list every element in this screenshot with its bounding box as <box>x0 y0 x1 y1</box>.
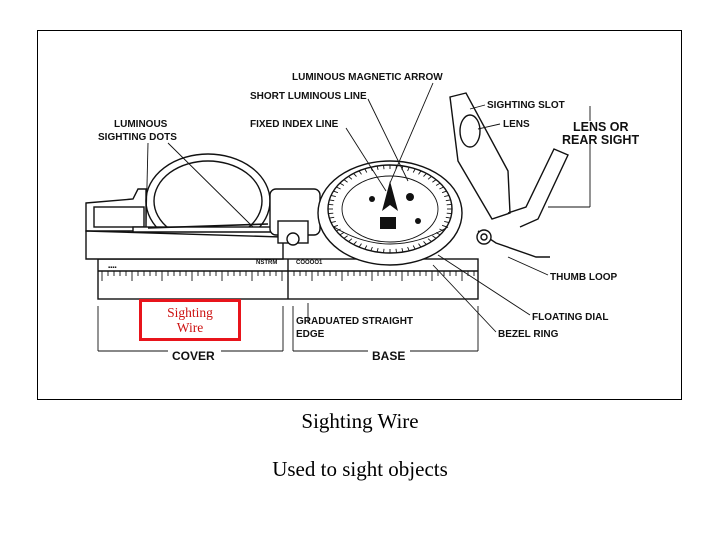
label-short-luminous-line: SHORT LUMINOUS LINE <box>250 91 367 102</box>
label-fixed-index-line: FIXED INDEX LINE <box>250 119 339 130</box>
label-floating-dial: FLOATING DIAL <box>532 312 608 323</box>
leader-lines <box>97 82 591 352</box>
svg-text:▪▪▪▪: ▪▪▪▪ <box>108 265 117 271</box>
compass-base-plate: ▪▪▪▪ NSTRM COOOO1 <box>97 258 479 300</box>
highlight-label-line1: Sighting <box>167 305 213 320</box>
label-base: BASE <box>372 349 405 363</box>
sighting-wire-highlight-box: Sighting Wire <box>139 299 241 341</box>
label-lens-or-rear-sight-1: LENS OR <box>573 120 629 134</box>
compass-cover <box>85 153 321 260</box>
label-graduated-straight-edge-2: EDGE <box>296 329 325 340</box>
label-thumb-loop: THUMB LOOP <box>550 272 618 283</box>
caption-description: Used to sight objects <box>272 457 448 481</box>
caption-title: Sighting Wire <box>301 409 419 433</box>
svg-text:COOOO1: COOOO1 <box>296 260 323 266</box>
label-luminous-sighting-dots-1: LUMINOUS <box>114 119 168 130</box>
label-sighting-slot: SIGHTING SLOT <box>487 100 565 111</box>
label-cover: COVER <box>172 349 215 363</box>
label-luminous-magnetic-arrow: LUMINOUS MAGNETIC ARROW <box>292 72 443 83</box>
label-lens: LENS <box>503 119 530 130</box>
label-lens-or-rear-sight-2: REAR SIGHT <box>562 133 639 147</box>
compass-diagram: ▪▪▪▪ NSTRM COOOO1 <box>85 72 639 363</box>
sighting-wire <box>147 223 269 229</box>
label-graduated-straight-edge-1: GRADUATED STRAIGHT <box>296 316 413 327</box>
svg-text:NSTRM: NSTRM <box>256 260 277 266</box>
diagram-frame: ▪▪▪▪ NSTRM COOOO1 <box>37 30 682 400</box>
compass-rear-sight <box>449 92 569 258</box>
highlight-label-line2: Wire <box>176 320 204 335</box>
label-luminous-sighting-dots-2: SIGHTING DOTS <box>98 132 177 143</box>
compass-dial <box>317 160 463 266</box>
label-bezel-ring: BEZEL RING <box>498 329 559 340</box>
